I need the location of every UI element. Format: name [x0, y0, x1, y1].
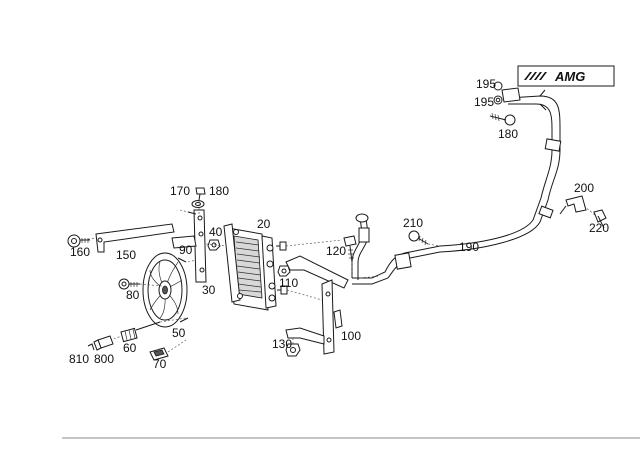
bolt-210	[408, 230, 429, 246]
callout-150: 150	[116, 248, 136, 262]
callout-170: 170	[170, 184, 190, 198]
bolt-110	[277, 265, 291, 277]
plug-800	[93, 335, 114, 351]
fitting-group-195-180	[489, 81, 521, 126]
bolt-80	[118, 278, 140, 290]
callout-190: 190	[459, 240, 479, 254]
washer-bolt-170-180	[191, 187, 206, 214]
callout-80: 80	[126, 288, 140, 302]
bolt-120	[343, 235, 357, 278]
connector-60	[109, 321, 161, 343]
callout-90: 90	[179, 243, 193, 257]
amg-logo-text: AMG	[554, 69, 585, 84]
callout-200: 200	[574, 181, 594, 195]
bracket-150	[67, 223, 175, 253]
callout-60: 60	[123, 341, 137, 355]
bracket-30	[171, 209, 207, 283]
callout-800: 800	[94, 352, 114, 366]
oil-line-190	[351, 89, 562, 285]
callout-120: 120	[326, 244, 346, 258]
callout-70: 70	[153, 357, 167, 371]
callout-210: 210	[403, 216, 423, 230]
assembly-guide-lines	[139, 239, 441, 353]
bracket-100	[285, 255, 349, 355]
callout-130: 130	[272, 337, 292, 351]
callout-180a: 180	[498, 127, 518, 141]
callout-30: 30	[202, 283, 216, 297]
bolt-130	[285, 336, 301, 357]
callout-100: 100	[341, 329, 361, 343]
fan-50	[142, 252, 189, 328]
callout-40: 40	[209, 225, 223, 239]
callout-110: 110	[279, 276, 298, 290]
callout-180b: 180	[209, 184, 229, 198]
clip-70	[149, 347, 169, 361]
clip-810	[87, 343, 95, 351]
amg-logo: AMG	[517, 65, 615, 87]
callout-810: 810	[69, 352, 89, 366]
callout-50: 50	[172, 326, 186, 340]
callout-20: 20	[257, 217, 271, 231]
callout-220: 220	[589, 221, 609, 235]
callout-195b: 195	[474, 95, 494, 109]
bracket-200	[559, 195, 607, 229]
oil-cooler-20	[223, 223, 288, 311]
callout-labels: 195 195 180 200 220 170 180 20 210 190 4…	[69, 77, 609, 371]
callout-195a: 195	[476, 77, 496, 91]
callout-160: 160	[70, 245, 90, 259]
